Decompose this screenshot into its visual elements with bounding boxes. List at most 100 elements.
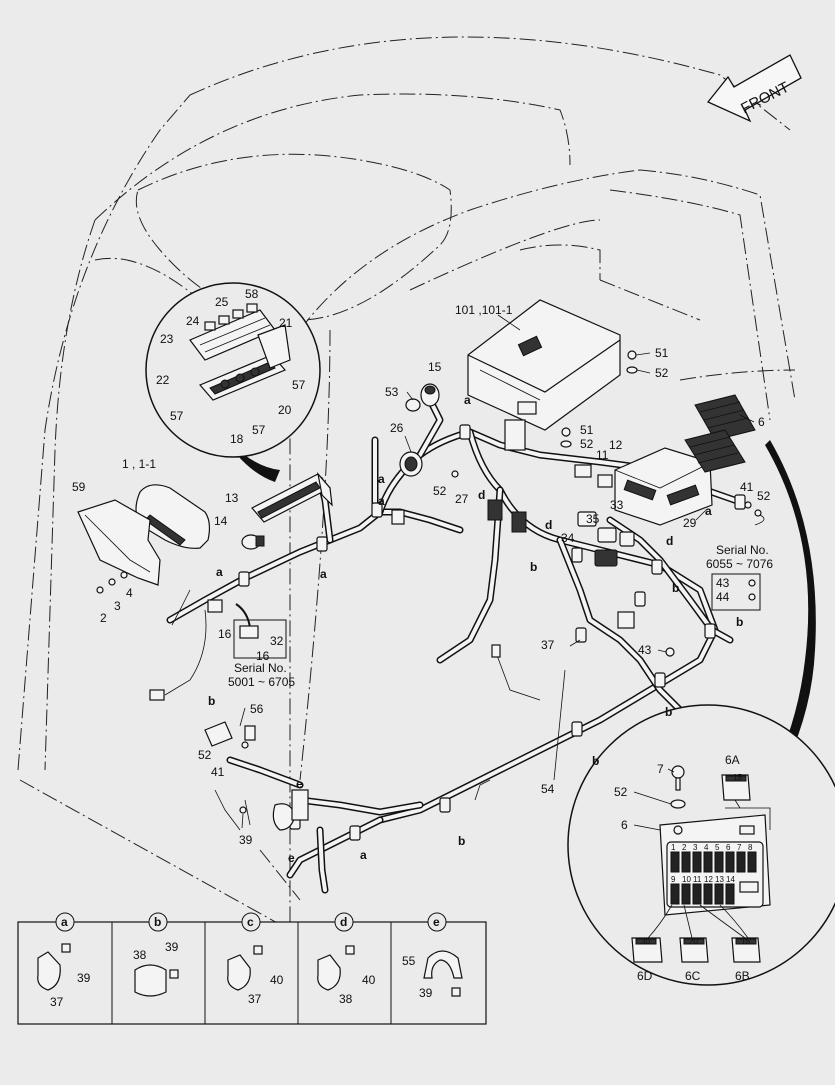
label-18: 18	[230, 432, 244, 446]
fuse-slot	[670, 883, 680, 905]
label-21: 21	[279, 316, 293, 330]
bolt-27	[451, 470, 459, 478]
legend-d-40: 40	[362, 973, 376, 987]
fuse-slot	[692, 883, 702, 905]
label-44: 44	[716, 590, 730, 604]
label-52d: 52	[757, 489, 771, 503]
marker-b: b	[208, 694, 215, 708]
label-25: 25	[215, 295, 229, 309]
marker-b: b	[672, 581, 679, 595]
label-16a: 16	[218, 627, 232, 641]
bolt-43-lower	[665, 647, 675, 657]
fuse-number: 6	[726, 843, 731, 852]
label-39: 39	[239, 833, 253, 847]
harness-clips	[238, 424, 746, 841]
label-57a: 57	[292, 378, 306, 392]
fuse-number: 2	[682, 843, 687, 852]
fuse-number: 11	[693, 875, 702, 884]
fuse-number: 7	[737, 843, 742, 852]
clip-markers: a a a a a a a b b b b b b b d d d e e	[208, 393, 743, 865]
legend-c-37: 37	[248, 992, 262, 1006]
label-13: 13	[225, 491, 239, 505]
fuse-slot	[714, 851, 724, 873]
fuse-slot	[670, 851, 680, 873]
legend-key-c: c	[247, 915, 254, 929]
legend-e-39: 39	[419, 986, 433, 1000]
legend-a-37: 37	[50, 995, 64, 1009]
label-58: 58	[245, 287, 259, 301]
label-59: 59	[72, 480, 86, 494]
fuse-slot	[703, 883, 713, 905]
label-54: 54	[541, 782, 555, 796]
detail-pointer-serial	[235, 603, 251, 629]
fasteners-43-44-box	[711, 573, 761, 611]
label-26: 26	[390, 421, 404, 435]
label-7: 7	[657, 762, 664, 776]
legend-labels: a b c d e 39 37 38 39 40 37 40 38 55 39	[50, 915, 440, 1009]
legend-key-b: b	[154, 915, 161, 929]
marker-b: b	[665, 705, 672, 719]
lamp-14	[241, 534, 265, 550]
relay-15	[420, 383, 440, 407]
detail-pointer-fuse	[765, 440, 816, 777]
label-56: 56	[250, 702, 264, 716]
fuse-number: 3	[693, 843, 698, 852]
serial-box-left	[233, 619, 287, 659]
fuse-number: 9	[671, 875, 676, 884]
label-11: 11	[596, 448, 609, 462]
label-1: 1 , 1-1	[122, 457, 156, 471]
fuse-number: 8	[748, 843, 753, 852]
label-16b: 16	[256, 649, 270, 663]
marker-a: a	[378, 472, 385, 486]
connectors-33-35-34	[577, 511, 635, 567]
fuse-number: 14	[726, 875, 735, 884]
label-52: 52	[614, 785, 628, 799]
legend-e-55: 55	[402, 954, 416, 968]
leader-lines	[239, 314, 755, 831]
label-22: 22	[156, 373, 170, 387]
label-34: 34	[561, 531, 575, 545]
marker-b: b	[458, 834, 465, 848]
label-23: 23	[160, 332, 174, 346]
label-6B: 6B	[735, 969, 750, 983]
buzzer-26	[399, 451, 423, 477]
legend-a-39: 39	[77, 971, 91, 985]
label-43b: 43	[638, 643, 652, 657]
marker-a: a	[378, 494, 385, 508]
label-52c: 52	[580, 437, 594, 451]
marker-b: b	[736, 615, 743, 629]
marker-a: a	[216, 565, 223, 579]
label-6C: 6C	[685, 969, 701, 983]
fuse-slot	[725, 851, 735, 873]
fuse-number: 5	[715, 843, 720, 852]
fuse-slot	[692, 851, 702, 873]
label-32: 32	[270, 634, 284, 648]
marker-d: d	[545, 518, 552, 532]
fuse-slot	[747, 851, 757, 873]
part-callouts: 1 , 1-1 59 2 3 4 13 14 16 16 32 Serial N…	[72, 303, 773, 847]
fuse-number: 13	[715, 875, 724, 884]
relays-small	[574, 464, 613, 488]
serial-right-line2: 6055 ~ 7076	[706, 557, 773, 571]
fuse-slot	[681, 883, 691, 905]
legend-key-d: d	[340, 915, 347, 929]
label-27: 27	[455, 492, 469, 506]
fuse-slot	[681, 851, 691, 873]
legend-box	[17, 912, 487, 1025]
lower-left-parts	[204, 721, 309, 831]
label-4: 4	[126, 586, 133, 600]
display-cover	[77, 499, 161, 586]
label-3: 3	[114, 599, 121, 613]
label-57b: 57	[170, 409, 184, 423]
serial-right-line1: Serial No.	[716, 543, 769, 557]
rating-6C: 20	[689, 937, 698, 946]
bolt-51-b	[560, 427, 572, 448]
rating-6D: 30	[641, 937, 650, 946]
connectors-misc	[149, 401, 635, 701]
label-43a: 43	[716, 576, 730, 590]
label-41b: 41	[211, 765, 225, 779]
bolt-51-a	[626, 350, 638, 374]
fuse-number: 4	[704, 843, 709, 852]
